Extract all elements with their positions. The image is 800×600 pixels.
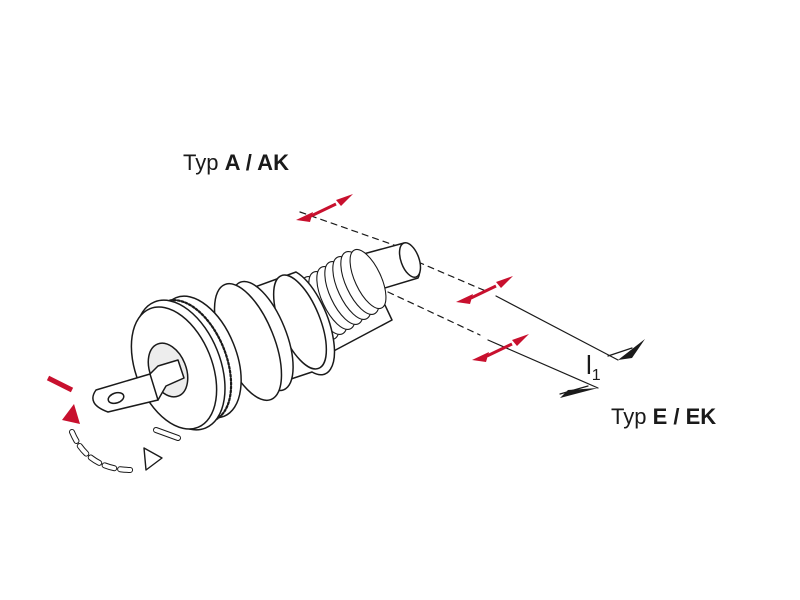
- rotation-arrow-icon: [69, 427, 181, 473]
- type-label-bottom: Typ E / EK: [611, 404, 716, 430]
- cut-marker-icon: [296, 194, 353, 222]
- type-label-bottom-prefix: Typ: [611, 404, 647, 429]
- dimension-subscript: 1: [591, 367, 601, 384]
- dimension-arrowheads: [560, 339, 645, 398]
- cut-marker-icon: [472, 334, 529, 362]
- key-icon: [92, 359, 185, 413]
- type-label-top-code: A / AK: [224, 150, 289, 175]
- extension-lines: [299, 211, 489, 336]
- cut-marker-icon: [456, 276, 513, 304]
- position-markers: [46, 194, 529, 424]
- rotation-start-marker: [46, 375, 80, 424]
- dimension-symbol: l: [586, 350, 592, 380]
- dimension-label: l1: [586, 352, 601, 384]
- barrel-body: [213, 271, 336, 402]
- type-label-top-prefix: Typ: [183, 150, 219, 175]
- type-label-top: Typ A / AK: [183, 150, 289, 176]
- type-label-bottom-code: E / EK: [652, 404, 717, 429]
